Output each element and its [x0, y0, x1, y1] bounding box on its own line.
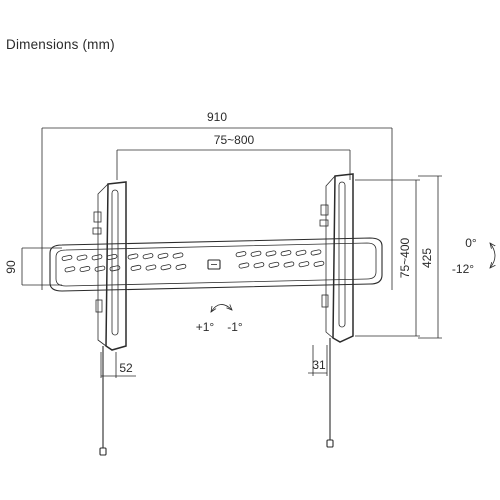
- rail-slot: [142, 253, 154, 260]
- dim-910-label: 910: [207, 110, 227, 124]
- right-arm: [319, 173, 354, 448]
- rail-slot: [175, 263, 187, 270]
- rail-slot: [310, 249, 322, 256]
- dim-90-label: 90: [4, 260, 18, 274]
- rail-slot: [130, 264, 142, 271]
- rail-slot: [253, 262, 265, 269]
- rail-slot: [94, 265, 106, 272]
- dim-75-400-label: 75~400: [398, 237, 412, 278]
- diagram-title: Dimensions (mm): [6, 37, 115, 52]
- wall-rail: [49, 237, 383, 292]
- dimension-910: 910: [41, 110, 393, 290]
- rail-slot: [268, 261, 280, 268]
- dim-52-label: 52: [119, 361, 133, 375]
- adjust-plus-label: +1°: [196, 320, 215, 334]
- dim-425-label: 425: [420, 248, 434, 268]
- tilt-range-indicator: 0° -12°: [452, 236, 495, 276]
- rail-slot: [283, 261, 295, 268]
- rail-slot: [157, 252, 169, 259]
- rail-slot: [145, 264, 157, 271]
- dimension-75-400: 75~400: [355, 179, 420, 337]
- dimension-425: 425: [418, 175, 442, 339]
- rail-slot: [295, 249, 307, 256]
- rail-slot: [280, 250, 292, 257]
- rail-slot: [61, 254, 73, 261]
- rail-slot: [265, 250, 277, 257]
- rotate-arrow-icon: [211, 304, 232, 312]
- rail-slot: [238, 262, 250, 269]
- rail-slot: [160, 264, 172, 271]
- rail-slot: [250, 250, 262, 257]
- tilt-down-label: -12°: [452, 262, 474, 276]
- dimension-75-800: 75~800: [116, 133, 351, 180]
- dim-75-800-label: 75~800: [214, 133, 255, 147]
- rail-slot: [235, 251, 247, 258]
- left-arm: [92, 181, 127, 456]
- tilt-up-label: 0°: [465, 236, 477, 250]
- rail-slot: [172, 252, 184, 259]
- rail-slot: [298, 261, 310, 268]
- center-lock: [207, 259, 221, 270]
- dimension-90: 90: [4, 247, 62, 286]
- fine-adjust-indicator: +1° -1°: [196, 304, 243, 334]
- dimension-31: 31: [308, 345, 328, 376]
- rail-slots: [61, 249, 325, 273]
- rail-slot: [313, 260, 325, 267]
- rail-slot: [76, 254, 88, 261]
- rail-slot: [127, 253, 139, 260]
- dimension-52: 52: [100, 352, 136, 378]
- tilt-arrow-icon: [490, 243, 495, 268]
- dim-31-label: 31: [312, 358, 326, 372]
- rail-slot: [91, 254, 103, 261]
- rail-slot: [79, 265, 91, 273]
- rail-slot: [109, 265, 121, 272]
- rail-slot: [64, 266, 76, 273]
- adjust-minus-label: -1°: [227, 320, 243, 334]
